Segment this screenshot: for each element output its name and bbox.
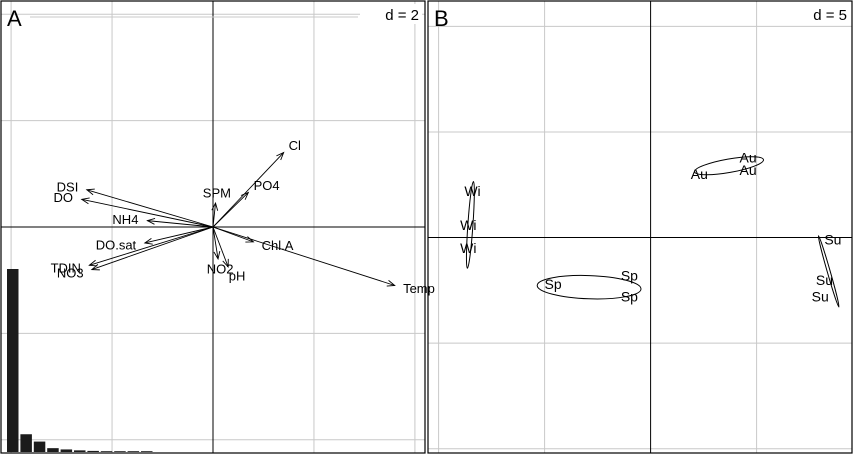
vector-label: DO.sat <box>96 238 137 253</box>
sample-label: Wi <box>460 240 476 256</box>
panel-b-grid <box>428 1 852 453</box>
eigenvalue-barplot <box>7 269 153 452</box>
vector-temp: Temp <box>212 226 435 296</box>
vector-arrow-line <box>212 192 249 228</box>
vector-label: Temp <box>403 281 435 296</box>
vector-arrow-line <box>212 152 284 228</box>
eigenvalue-bar <box>87 450 99 452</box>
sample-label: Sp <box>621 268 638 284</box>
vector-arrow-head <box>213 251 221 261</box>
vector-arrow-line <box>86 189 214 228</box>
vector-spm: SPM <box>203 186 231 228</box>
vector-po4: PO4 <box>212 178 280 228</box>
vector-arrow-head <box>90 263 100 271</box>
vector-no3: NO3 <box>57 226 214 280</box>
sample-label: Au <box>691 166 708 182</box>
vector-ph: pH <box>212 226 246 284</box>
sample-label: Au <box>740 149 757 165</box>
vector-arrow-head <box>240 191 250 200</box>
panel-b-scale-label: d = 5 <box>813 7 847 24</box>
vector-arrow-line <box>212 226 229 268</box>
vector-arrow-head <box>146 217 156 225</box>
vector-label: DSI <box>57 179 79 194</box>
group-ellipse <box>465 181 475 269</box>
group-ellipse <box>694 156 765 176</box>
group-ellipse <box>536 274 642 300</box>
vector-tdin: TDIN <box>51 226 214 276</box>
sample-label: Wi <box>464 183 480 199</box>
vector-label: TDIN <box>51 261 81 276</box>
vector-arrow-head <box>85 188 95 196</box>
eigenvalue-bar <box>100 451 113 452</box>
vector-arrow-head <box>211 201 219 211</box>
eigenvalue-bar <box>7 269 19 452</box>
vector-arrow-line <box>212 226 219 259</box>
sample-label: Su <box>816 272 833 288</box>
vector-dsi: DSI <box>57 179 214 228</box>
panel-b-letter: B <box>434 6 449 31</box>
vector-label: SPM <box>203 186 231 201</box>
vector-arrow-head <box>88 259 98 267</box>
panel-b-scale-box <box>790 4 850 24</box>
eigenvalue-bar <box>47 448 59 452</box>
vector-arrow-head <box>222 258 229 269</box>
panel-a-scale-label: d = 2 <box>385 7 419 24</box>
vector-do: DO <box>54 190 214 228</box>
vector-label: DO <box>54 190 74 205</box>
vector-arrow-head <box>386 280 396 287</box>
vector-arrow-head <box>143 238 153 245</box>
eigenvalue-bar <box>114 451 126 452</box>
group-ellipse <box>817 235 840 308</box>
vector-arrow-head <box>276 151 285 161</box>
sample-label: Sp <box>621 289 638 305</box>
eigenvalue-bar <box>127 451 140 452</box>
eigenvalue-bar <box>74 450 86 452</box>
eigenvalue-bar <box>60 449 73 452</box>
panel-b-frame <box>427 0 853 454</box>
panel-a-letter: A <box>7 6 22 31</box>
sample-label: Au <box>740 162 757 178</box>
eigenvalue-bar <box>20 434 32 452</box>
vector-arrow-line <box>89 226 214 266</box>
vector-label: Chl.A <box>262 238 294 253</box>
vector-arrow-head <box>80 197 90 205</box>
vector-arrow-line <box>212 226 395 286</box>
eigenvalue-bar <box>33 441 46 452</box>
vector-label: NH4 <box>112 212 138 227</box>
vector-label: NO3 <box>57 265 84 280</box>
vector-arrow-line <box>144 226 214 244</box>
sample-label: Su <box>812 289 829 305</box>
vector-nh4: NH4 <box>112 212 214 228</box>
vector-label: pH <box>229 269 246 284</box>
vector-arrow-line <box>81 198 214 228</box>
sample-label: Su <box>824 232 841 248</box>
vector-do-sat: DO.sat <box>96 226 214 253</box>
vector-label: PO4 <box>254 178 280 193</box>
vector-arrow-line <box>91 226 214 270</box>
vector-cl: Cl <box>212 138 301 228</box>
panel-b-origin-axes <box>428 1 852 453</box>
vector-arrow-line <box>212 203 216 228</box>
sample-label: Wi <box>460 217 476 233</box>
panel-a-scale-box <box>360 4 422 24</box>
sample-label: Sp <box>545 276 562 292</box>
eigenvalue-bar <box>141 451 153 452</box>
vector-arrow-line <box>147 220 214 228</box>
vector-label: Cl <box>289 138 301 153</box>
panel-a-frame <box>0 0 426 454</box>
